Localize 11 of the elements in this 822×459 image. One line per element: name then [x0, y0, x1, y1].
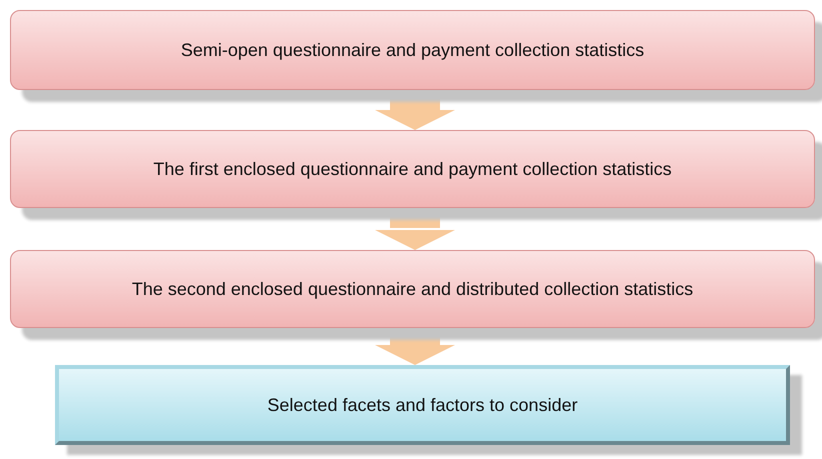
step-text: The second enclosed questionnaire and distributed collection statistics [132, 278, 694, 300]
process-box [10, 250, 815, 328]
result-box [55, 365, 790, 445]
step-text: The first enclosed questionnaire and payment collection statistics [153, 158, 672, 180]
step-text: Selected facets and factors to consider [267, 394, 578, 416]
process-box [10, 10, 815, 90]
block-arrow [375, 210, 455, 250]
block-arrow [375, 92, 455, 130]
step-text: Semi-open questionnaire and payment collection statistics [180, 40, 644, 60]
process-box [10, 130, 815, 208]
block-arrow [375, 330, 455, 365]
